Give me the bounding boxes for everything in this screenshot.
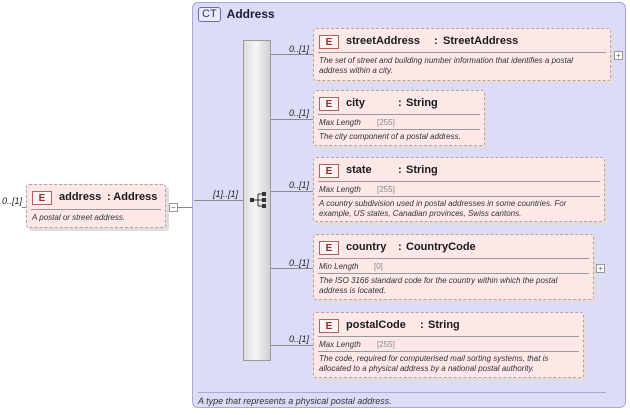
element-name: streetAddress: [346, 35, 420, 47]
element-colon: :: [434, 35, 438, 47]
element-colon: :: [398, 241, 402, 253]
complex-type-divider: [198, 392, 606, 393]
facet-value: [255]: [377, 340, 395, 349]
facet-name: Max Length: [319, 185, 361, 194]
element-name: city: [346, 97, 365, 109]
child-connector: [271, 119, 313, 120]
child-occurrence: 0..[1]: [289, 44, 310, 54]
element-divider: [318, 336, 579, 337]
facet-name: Max Length: [319, 118, 361, 127]
element-divider: [318, 258, 589, 259]
complex-type-badge: CT: [198, 6, 221, 22]
element-colon: :: [398, 164, 402, 176]
sequence-occurrence: [1]..[1]: [213, 189, 239, 199]
element-badge: E: [32, 191, 52, 205]
collapse-toggle[interactable]: −: [169, 203, 178, 212]
element-description-line: The code, required for computerised mail…: [319, 354, 549, 363]
facet-name: Max Length: [319, 340, 361, 349]
element-badge: E: [319, 241, 339, 255]
element-description-line: The city component of a postal address.: [319, 132, 461, 141]
element-state[interactable]: E state : String Max Length [255] A coun…: [313, 157, 605, 222]
child-connector: [271, 345, 313, 346]
facet-divider: [318, 129, 480, 130]
element-type: CountryCode: [406, 241, 476, 253]
child-occurrence: 0..[1]: [289, 334, 310, 344]
complex-type-description: A type that represents a physical postal…: [198, 396, 392, 406]
root-left-connector: [22, 207, 27, 208]
element-badge: E: [319, 319, 339, 333]
facet-value: [255]: [377, 185, 395, 194]
element-badge: E: [319, 164, 339, 178]
element-description-line: A country subdivision used in postal add…: [319, 199, 567, 208]
element-description-line: address within a city.: [319, 66, 393, 75]
element-description-line: The ISO 3166 standard code for the count…: [319, 276, 558, 285]
facet-divider: [318, 196, 600, 197]
child-occurrence: 0..[1]: [289, 108, 310, 118]
type-to-sequence-connector: [194, 200, 243, 201]
element-type: String: [428, 319, 460, 331]
facet-divider: [318, 351, 579, 352]
element-city[interactable]: E city : String Max Length [255] The cit…: [313, 90, 485, 146]
element-type: String: [406, 97, 438, 109]
root-element-address[interactable]: E address : Address A postal or street a…: [26, 184, 166, 228]
element-name: country: [346, 241, 387, 253]
element-badge: E: [319, 97, 339, 111]
element-description-line: example, US states, Canadian provinces, …: [319, 209, 522, 218]
element-description-line: address is located.: [319, 286, 386, 295]
facet-value: [0]: [374, 262, 383, 271]
root-occurrence: 0..[1]: [2, 196, 23, 206]
child-occurrence: 0..[1]: [289, 258, 310, 268]
complex-type-header: CT Address: [198, 6, 275, 22]
element-description: A postal or street address.: [32, 213, 126, 222]
element-name: address: [59, 191, 102, 203]
facet-value: [255]: [377, 118, 395, 127]
sequence-icon: [250, 192, 266, 208]
facet-divider: [318, 273, 589, 274]
child-connector: [271, 54, 313, 55]
element-type: String: [406, 164, 438, 176]
element-type: : Address: [107, 191, 158, 203]
element-colon: :: [420, 319, 424, 331]
facet-name: Min Length: [319, 262, 359, 271]
element-description-line: The set of street and building number in…: [319, 56, 573, 65]
element-type: StreetAddress: [443, 35, 519, 47]
element-badge: E: [319, 35, 339, 49]
element-divider: [318, 52, 606, 53]
child-occurrence: 0..[1]: [289, 180, 310, 190]
element-name: state: [346, 164, 372, 176]
root-to-type-connector: [178, 207, 194, 208]
element-divider: [31, 209, 161, 210]
element-streetAddress[interactable]: E streetAddress : StreetAddress The set …: [313, 28, 611, 81]
element-name: postalCode: [346, 319, 406, 331]
element-postalCode[interactable]: E postalCode : String Max Length [255] T…: [313, 312, 584, 378]
element-country[interactable]: E country : CountryCode Min Length [0] T…: [313, 234, 594, 300]
element-divider: [318, 114, 480, 115]
expand-toggle[interactable]: +: [596, 264, 605, 273]
element-divider: [318, 181, 600, 182]
element-colon: :: [398, 97, 402, 109]
child-connector: [271, 191, 313, 192]
expand-toggle[interactable]: +: [614, 51, 623, 60]
element-description-line: allocated to a physical address by a nat…: [319, 364, 535, 373]
child-connector: [271, 268, 313, 269]
complex-type-name: Address: [226, 7, 275, 21]
